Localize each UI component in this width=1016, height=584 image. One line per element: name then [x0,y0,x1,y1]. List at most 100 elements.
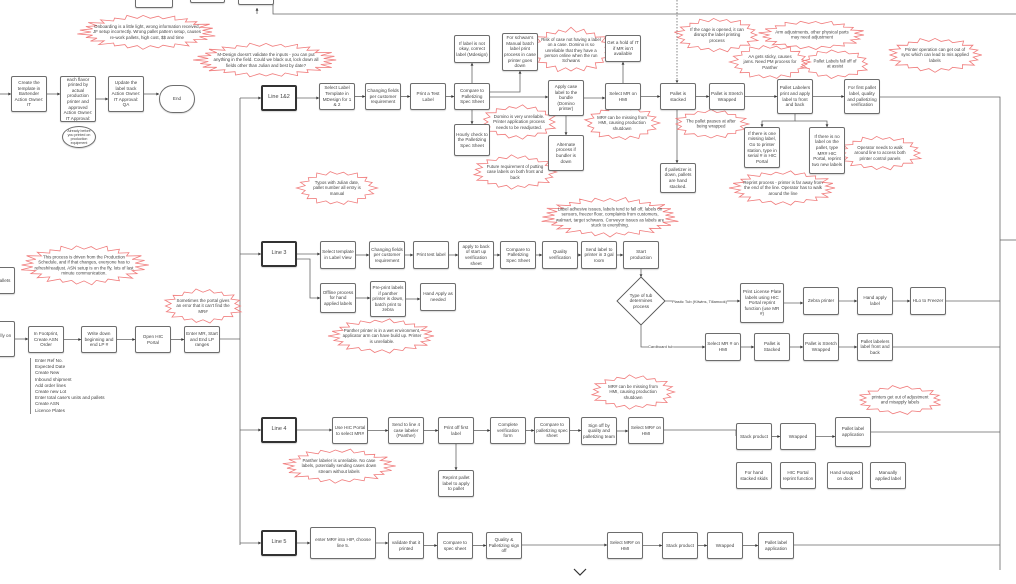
step-l12-apply-case[interactable]: Apply case label to the bundle (Domino p… [548,80,584,116]
process-box[interactable] [238,0,274,5]
step-l4-wrapped[interactable]: Wrapped [780,423,816,450]
arrowhead [702,345,705,349]
step-l3-changing-fields[interactable]: Changing fields per customer requirement [369,241,405,269]
process-box[interactable] [190,0,225,3]
step-l12-correct-label[interactable]: If label is not okay, correct label (Mde… [454,35,490,63]
step-l12-hourly-check[interactable]: Hourly check to the Palletizing Spec She… [454,124,490,156]
lane-line3[interactable]: Line 3 [261,241,297,267]
step-enter-mr[interactable]: Enter MR, Start and End LP ranges [184,326,220,353]
step-label: Hourly check to the Palletizing Spec She… [456,131,488,148]
step-l3-print-test[interactable]: Print test label [413,241,449,269]
step-l4-sign-off[interactable]: Sign off by quality and palletizing team [581,417,617,445]
step-l12-schwans-manual[interactable]: For schwan's Manual batch label print pr… [502,33,538,71]
step-samples-printed[interactable]: Samples of each flavor printed by actual… [60,76,96,122]
arrowhead [625,429,628,433]
step-write-lp[interactable]: Write down beginning and end LP # [81,326,117,353]
step-l3-select-template[interactable]: Select template in Label View [320,241,356,269]
step-l12-print-test[interactable]: Print a Test Label [410,83,446,110]
step-l3-hlo-freezer[interactable]: HLo to Freezer [910,287,946,315]
step-l12-pallet-stacked[interactable]: Pallet is stacked [660,83,696,110]
step-l3-preprint[interactable]: Pre-print labels if panther printer is d… [370,281,406,317]
step-l5-pallet-label[interactable]: Pallet label application [758,532,794,559]
arrowhead [329,428,332,432]
issue-note-misapply: printers get out of adjustment and misap… [871,394,929,405]
lane-line4[interactable]: Line 4 [261,417,297,443]
step-l12-alternate[interactable]: Alternate process if bundler is down [548,135,584,171]
step-l12-no-label[interactable]: If there is no label on the pallet, type… [809,127,845,174]
arrowhead [704,544,707,547]
step-l3-stretch-wrapped[interactable]: Pallet is Stretch Wrapped [803,333,839,361]
step-l4-hic-reprint[interactable]: HIC Portal reprint function [780,462,816,489]
arrowhead [497,253,500,257]
step-l5-stack[interactable]: Stack product [662,532,698,559]
step-l3-labelers[interactable]: Pallet labelers label front and back [857,333,893,361]
step-l3-send-label[interactable]: Send label to printer in 3 gal room [581,241,617,269]
issue-note-fall-off: Pallet Labels fall off of at assist [813,58,857,69]
step-l3-quality[interactable]: Quality verification [542,241,578,269]
step-l12-hand-stacked[interactable]: If palletizer is down, pallets are hand … [660,163,696,193]
connector [664,429,737,436]
arrowhead [307,541,310,545]
step-l12-get-hold-it[interactable]: Get a hold of IT if MR isn't available [605,35,641,62]
step-l4-select-mr[interactable]: Select MR# on HMI [628,417,664,444]
step-l4-send-line4[interactable]: Send to line 4 case labeler (Panther) [388,417,424,444]
arrowhead [621,62,625,65]
process-box[interactable] [135,0,173,8]
step-create-template[interactable]: Create the template in Bartender Action … [11,76,47,112]
step-l4-hand-wrapped[interactable]: Hand wrapped on dock [827,462,863,489]
step-l12-select-mr[interactable]: Select MR on HMI [605,83,641,110]
step-label: For schwan's Manual batch label print pr… [504,35,536,69]
lane-line5[interactable]: Line 5 [261,530,297,556]
step-l5-compare[interactable]: Compare to spec sheet [437,532,473,559]
step-l12-select-template[interactable]: Select Label Template in MDesign for 1 &… [319,83,355,110]
step-l4-compare[interactable]: Compare to palletizing spec sheet [534,417,570,444]
step-l12-compare[interactable]: Compare to Palletizing Spec Sheet [454,83,490,110]
step-l12-first-pallet[interactable]: For first pallet label, quality and pall… [844,79,880,114]
decision-tub-type[interactable]: Type of tub determines process [629,292,653,309]
step-left-sheet[interactable]: sheet pallets [0,267,15,294]
step-l4-hand-stacked[interactable]: For hand stacked skids [736,462,772,489]
step-l3-compare[interactable]: Compare to Palletizing Spec Sheet [500,241,536,269]
step-l12-changing-fields[interactable]: Changing fields per customer requirement [365,83,401,110]
step-footprint-asn[interactable]: In Footprint, Create ASN Order [28,326,64,353]
step-already-before[interactable]: Already before you printed on production… [62,126,96,148]
step-left-total[interactable]: otal r of lly on r) [0,321,15,357]
step-l4-reprint[interactable]: Reprint pallet label to apply to pallet [438,470,474,497]
step-l5-enter-mr[interactable]: enter MR# into HIP, choose line 5. [310,527,376,559]
step-l12-pallet-labelers[interactable]: Pallet Labelers print and apply label to… [777,79,813,114]
step-l5-validate[interactable]: validate that it printed [388,532,424,559]
lane-line12[interactable]: Line 1&2 [261,85,297,111]
step-l3-start-production[interactable]: Start production [623,241,659,269]
step-l4-stack[interactable]: Stack product [736,423,772,450]
step-l12-one-missing[interactable]: If there is one missing label, Go to pri… [744,127,780,168]
arrowhead [675,160,679,163]
step-open-hic[interactable]: Open HIC Portal [135,326,171,353]
footprint-step: Create new Lot [35,389,67,395]
step-l3-zebra[interactable]: Zebra printer [803,287,839,315]
step-l5-wrapped[interactable]: Wrapped [707,532,743,559]
step-l3-select-mr[interactable]: Select MR # on HMI [705,333,741,361]
step-l3-print-lp[interactable]: Print License Plate labels using HIC Por… [740,283,784,323]
step-l4-print-first[interactable]: Print off first label [438,417,474,444]
step-label: Start production [630,249,652,260]
step-l4-use-hic[interactable]: Use HIC Portal to select MR# [332,417,368,444]
step-update-label-track[interactable]: Update the label track Action Owner: IT … [108,76,144,112]
step-l3-pallet-stacked[interactable]: Pallet is Stacked [754,333,790,361]
arrowhead [417,297,420,301]
chevron-down-icon[interactable] [573,568,587,576]
step-l4-complete-form[interactable]: Complete verification form [490,417,526,444]
step-l5-quality[interactable]: Quality & Palletizing sign off [486,532,522,559]
step-l4-pallet-label[interactable]: Pallet label application [835,417,871,447]
step-label: Get a hold of IT if MR isn't available [607,40,639,57]
step-l4-manual-label[interactable]: Manually applied label [870,462,906,489]
step-l3-apply-back[interactable]: apply to back of start up verification s… [458,241,494,269]
step-label: Hand apply label [863,295,887,306]
step-l12-stretch-wrapped[interactable]: Pallet is Stretch Wrapped [709,83,745,110]
step-l5-select-mr[interactable]: Select MR# on HMI [607,532,643,559]
step-l3-offline[interactable]: Offline process for hand applied labels [320,283,356,313]
step-l3-hand-apply[interactable]: Hand Apply as needed [420,283,456,311]
step-end[interactable]: End [159,85,195,113]
step-l3-hand-apply-label[interactable]: Hand apply label [857,287,893,315]
step-label: Pallet label application [764,539,788,551]
